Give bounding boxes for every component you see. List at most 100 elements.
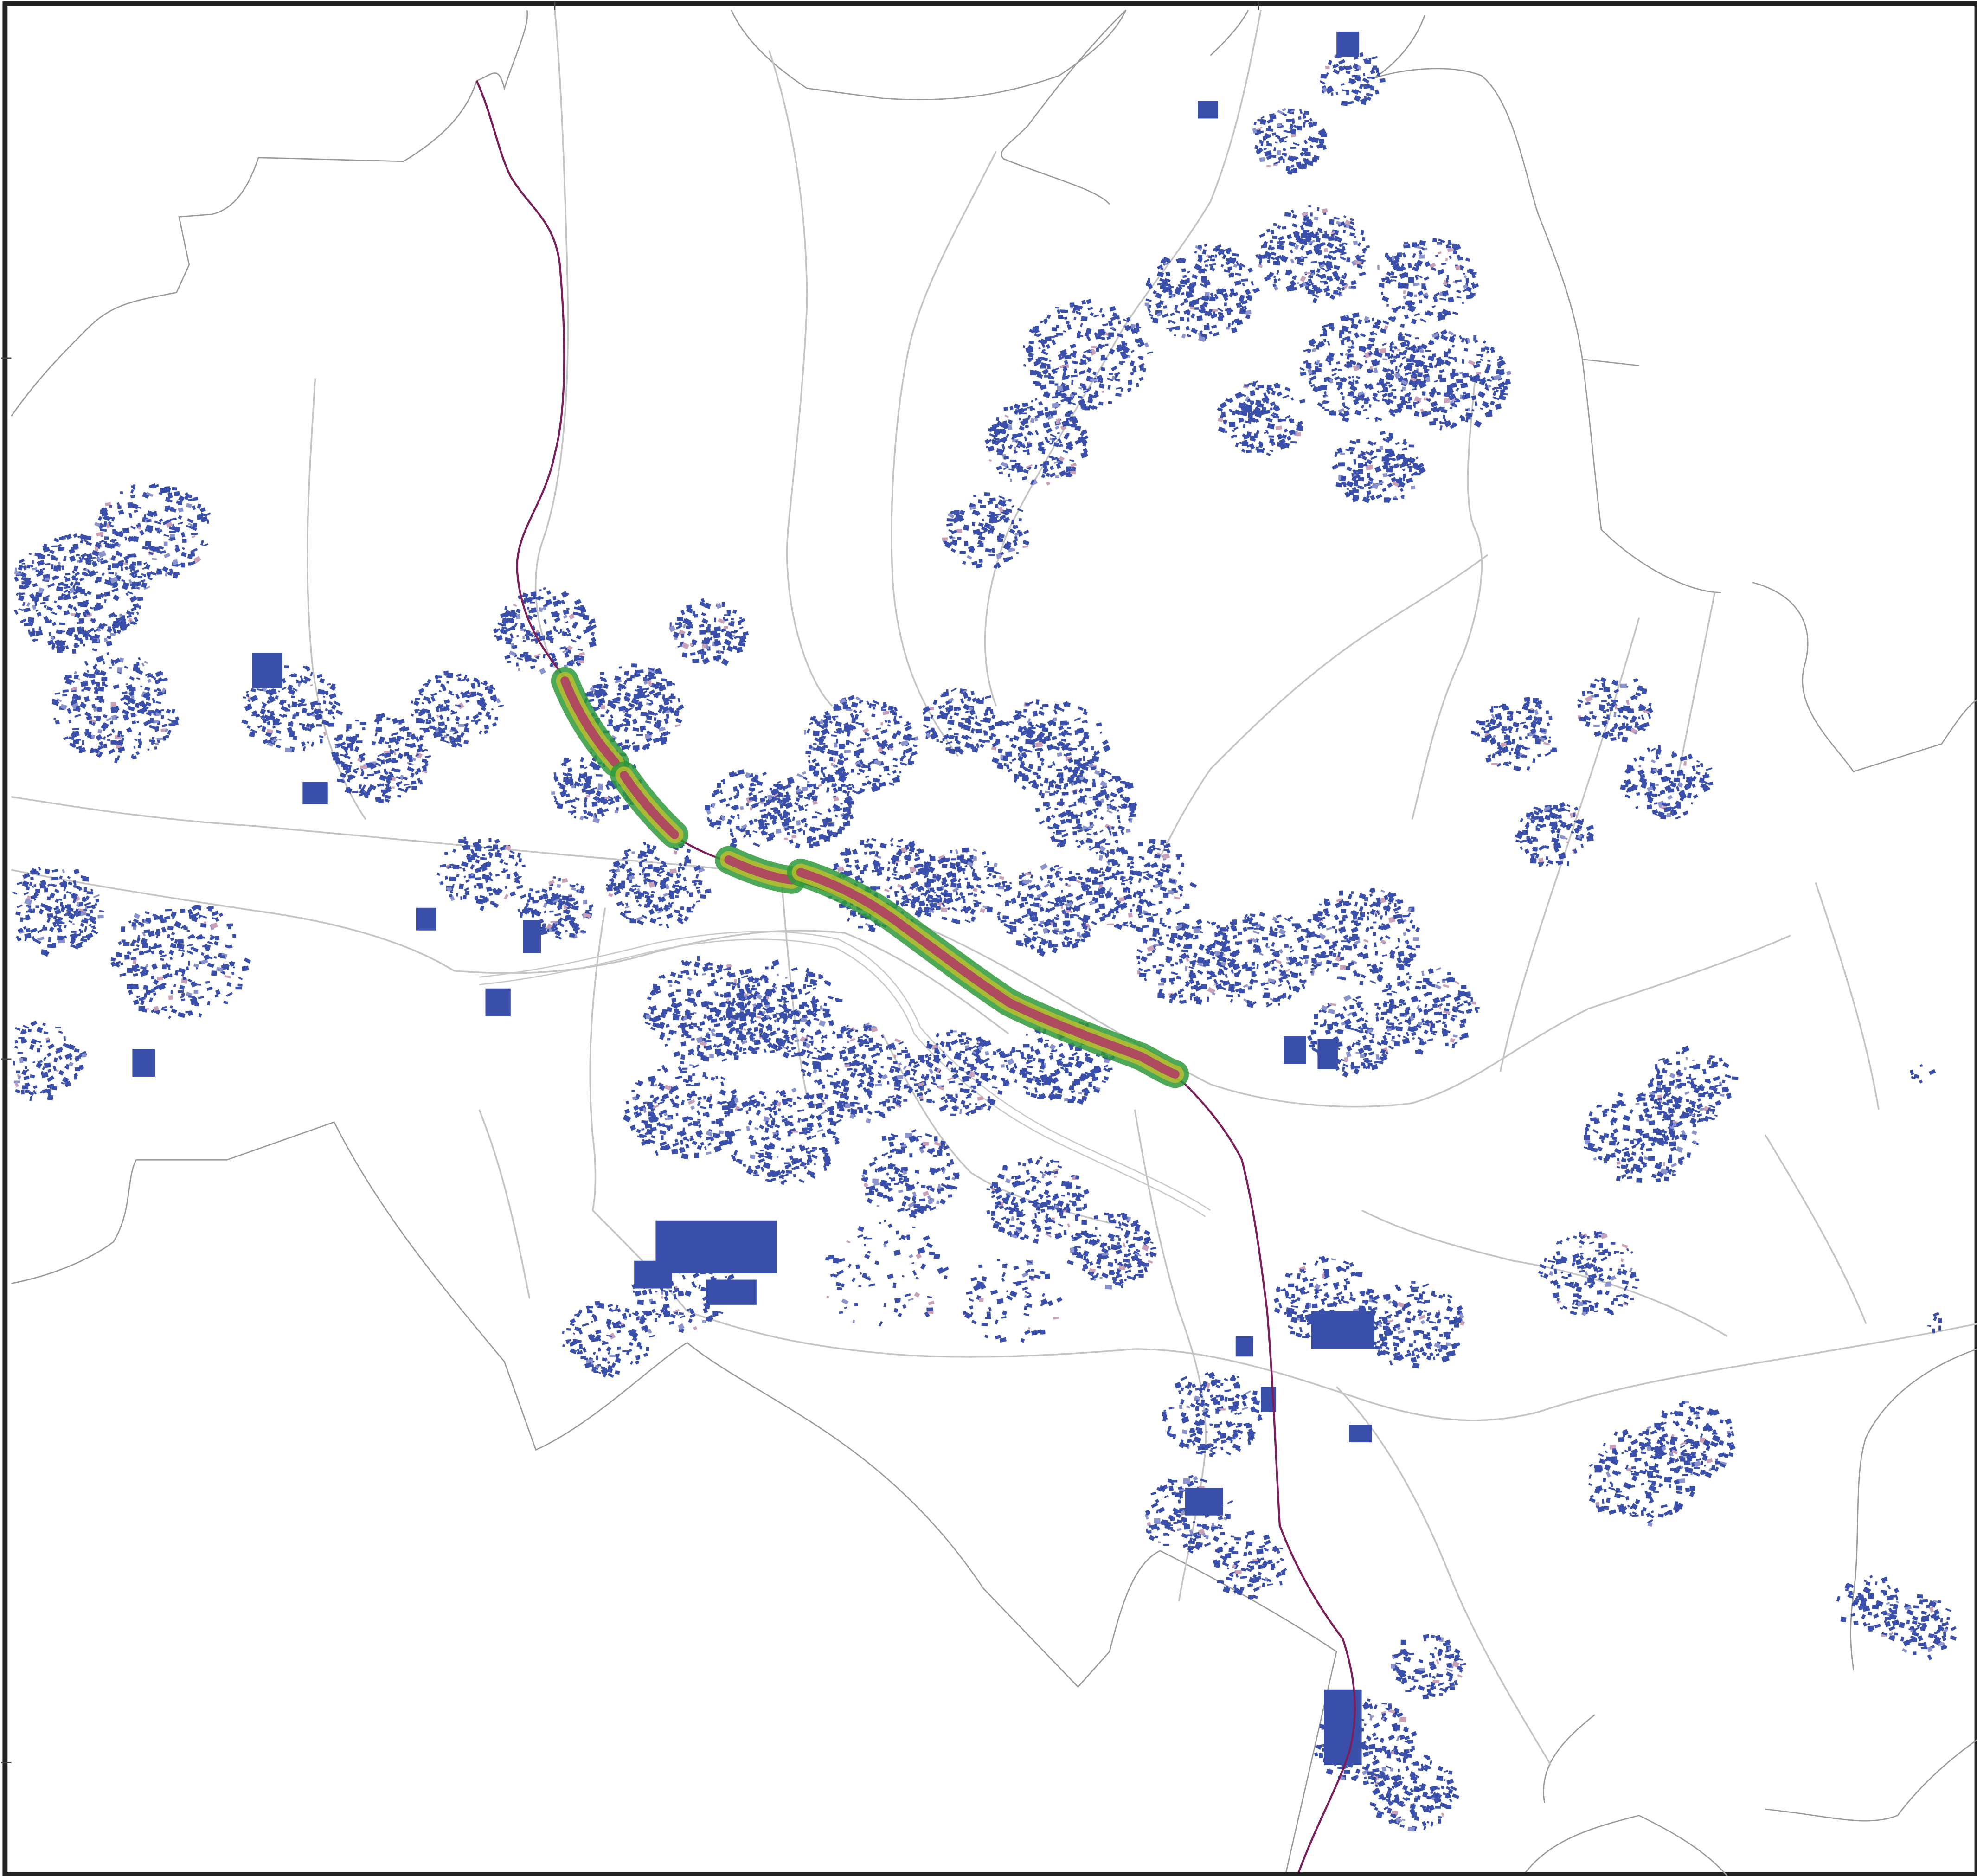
building [1116,809,1119,812]
building [522,636,524,639]
building [769,788,772,791]
building [1000,755,1003,760]
building [108,748,115,754]
building [1098,903,1105,909]
building [975,729,982,734]
building [619,666,622,668]
building [147,679,151,683]
building [475,846,482,851]
building [1091,746,1094,750]
building [611,880,614,882]
building [1207,921,1210,924]
building [884,720,887,723]
building [201,915,207,919]
building [97,915,103,919]
building [1049,721,1054,725]
building [33,884,36,887]
building [549,911,553,913]
building [1059,877,1063,881]
building [26,886,30,890]
building [571,904,573,906]
building [674,910,680,914]
building [491,708,494,710]
building [98,516,103,521]
building [48,1044,55,1050]
building [1159,922,1165,925]
building [58,1030,63,1034]
building [141,662,145,666]
building [1118,825,1125,830]
building [930,856,936,861]
building [536,630,539,633]
building [941,917,947,920]
building [1051,814,1055,818]
building [328,701,333,705]
building [365,795,368,798]
building [18,608,24,611]
building [659,924,663,926]
building [477,680,480,684]
building [607,725,613,726]
building [618,885,625,888]
building [662,731,668,736]
building [784,784,791,789]
building [700,894,706,899]
building [675,724,681,727]
building [96,734,103,741]
building [1083,756,1085,761]
building [654,856,660,861]
building [392,758,396,762]
building [994,862,998,867]
building [110,525,114,528]
building [149,739,155,742]
building [697,956,700,961]
building [1132,904,1135,907]
building [848,695,855,701]
building [154,689,157,692]
building [680,610,685,615]
building [174,547,180,553]
building [821,781,824,784]
building [571,785,575,788]
building [521,865,525,867]
building [1108,859,1115,862]
building [1027,778,1029,780]
building [130,526,136,530]
building [1130,866,1134,869]
building [285,748,292,753]
building [1068,779,1072,784]
building [1036,775,1041,779]
building [172,487,177,490]
building [164,553,170,558]
building [272,726,276,729]
building [973,856,977,861]
building [15,911,21,916]
building [1073,914,1079,917]
building [743,631,749,636]
building [138,738,142,744]
building [632,719,638,725]
building [363,777,368,779]
building [843,822,850,827]
building [603,808,609,812]
building [982,905,988,908]
building [738,783,744,789]
building [442,686,446,691]
building [1158,983,1164,986]
building [1120,781,1126,784]
building [498,705,504,707]
building [475,859,480,864]
building [1142,857,1145,860]
building [193,963,199,968]
building [110,957,116,962]
building [18,565,23,570]
building [289,731,295,736]
building [605,709,610,714]
building [172,709,175,714]
building [871,706,875,707]
building [463,740,469,744]
building [812,816,817,819]
building [1074,730,1078,735]
